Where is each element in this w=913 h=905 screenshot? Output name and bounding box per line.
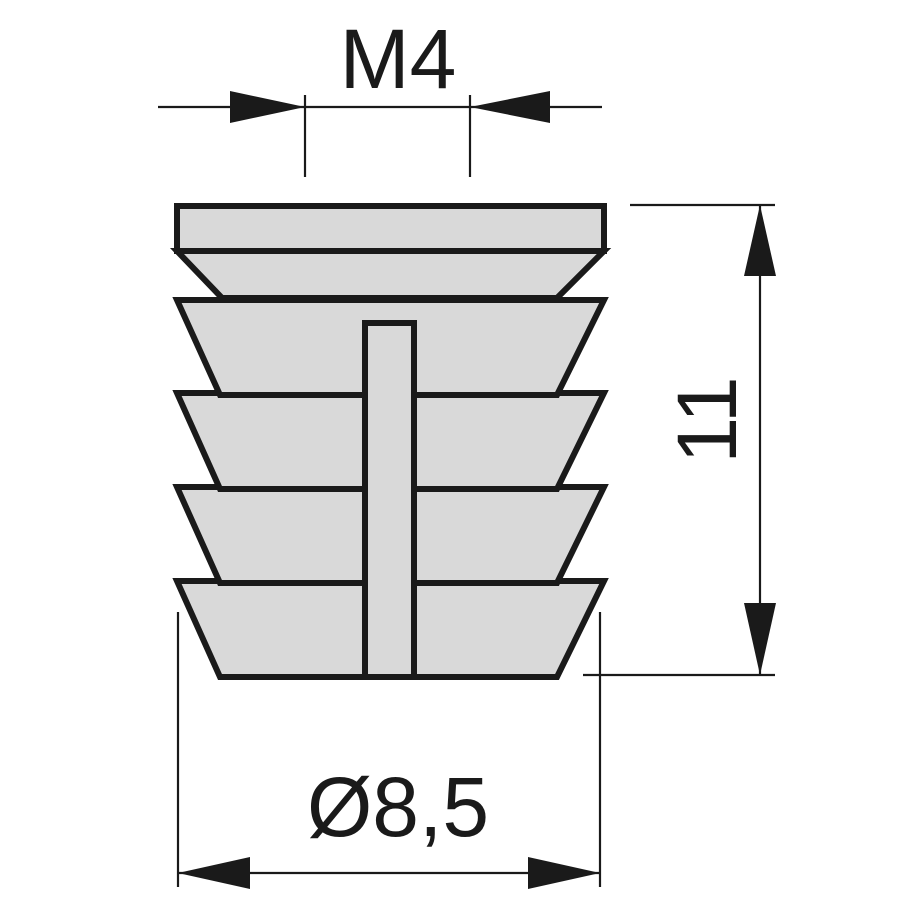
flange-cap xyxy=(174,203,607,254)
arrow-right-icon xyxy=(528,857,600,889)
diameter-dimension: Ø8,5 xyxy=(176,612,602,889)
arrow-left-icon xyxy=(470,91,550,123)
insert-nut-part xyxy=(169,203,612,680)
height-label: 11 xyxy=(660,376,754,463)
arrow-left-icon xyxy=(178,857,250,889)
arrow-down-icon xyxy=(744,603,776,675)
arrow-up-icon xyxy=(744,205,776,276)
center-slot xyxy=(362,320,417,680)
collar-taper xyxy=(169,248,612,301)
thread-dimension: M4 xyxy=(158,12,602,177)
diameter-label: Ø8,5 xyxy=(307,760,489,854)
height-dimension: 11 xyxy=(583,203,776,677)
arrow-right-icon xyxy=(230,91,305,123)
thread-label: M4 xyxy=(340,12,457,106)
